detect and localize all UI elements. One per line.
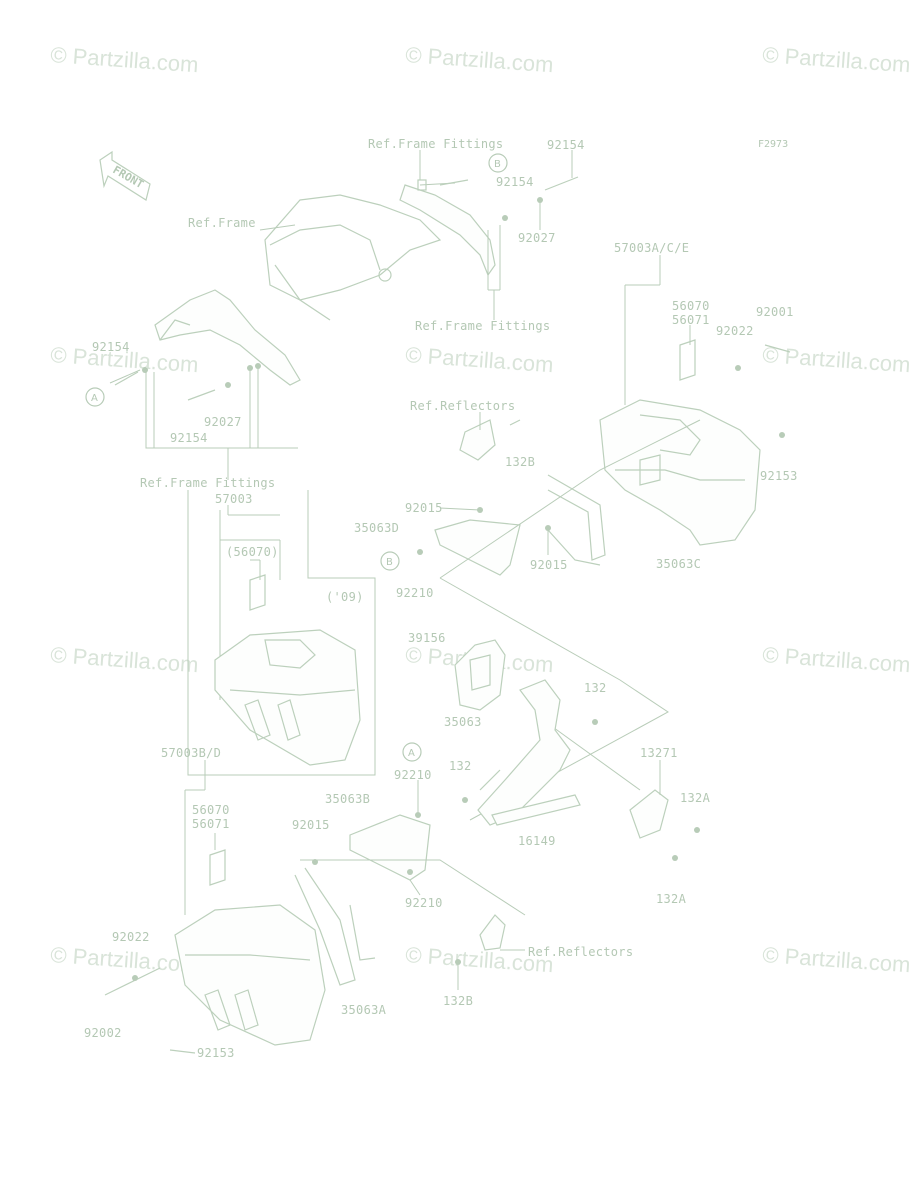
watermark-text: © Partzilla.com xyxy=(405,42,555,77)
label-part-number: 132A xyxy=(680,791,711,805)
label-part-number: 92002 xyxy=(84,1026,122,1040)
fasteners-top xyxy=(114,176,579,401)
label-part-number: 92154 xyxy=(92,340,130,354)
label-model-year: ('09) xyxy=(326,590,364,604)
saddlebag-right xyxy=(599,339,791,546)
svg-text:B: B xyxy=(386,557,393,568)
label-part-number: 92022 xyxy=(112,930,150,944)
front-arrow-icon: FRONT xyxy=(99,150,151,201)
label-part-number: 16149 xyxy=(518,834,556,848)
front-label: FRONT xyxy=(111,163,147,191)
label-ref-frame: Ref.Frame xyxy=(188,216,256,230)
watermark-text: © Partzilla.com xyxy=(50,642,200,677)
variant-box-09 xyxy=(187,490,376,776)
label-part-number: 132 xyxy=(449,759,472,773)
reference-lines xyxy=(109,150,573,480)
label-part-number: 92154 xyxy=(496,175,534,189)
label-part-number: 35063C xyxy=(656,557,701,571)
label-part-number: 92027 xyxy=(518,231,556,245)
label-part-number: 92027 xyxy=(204,415,242,429)
label-part-number: 57003B/D xyxy=(161,746,221,760)
label-part-number: 92154 xyxy=(547,138,585,152)
label-part-number: 92153 xyxy=(197,1046,235,1060)
backrest-assembly xyxy=(454,639,598,826)
label-part-number: 35063 xyxy=(444,715,482,729)
svg-text:A: A xyxy=(408,748,415,759)
reflector-right xyxy=(629,789,700,861)
label-part-number: 92154 xyxy=(170,431,208,445)
label-part-number: 56070 xyxy=(672,299,710,313)
label-ref-frame-fittings: Ref.Frame Fittings xyxy=(368,137,503,151)
label-part-number: 132B xyxy=(505,455,535,469)
callout-b-mid: B xyxy=(380,551,400,571)
label-part-number: 56071 xyxy=(192,817,230,831)
label-part-number: 92210 xyxy=(405,896,443,910)
callout-b-top: B xyxy=(488,153,508,173)
label-part-number: 13271 xyxy=(640,746,678,760)
label-part-number: 92210 xyxy=(394,768,432,782)
label-part-number: 92015 xyxy=(292,818,330,832)
label-part-number: 132 xyxy=(584,681,607,695)
label-part-number: 57003 xyxy=(215,492,253,506)
bracket-right xyxy=(417,419,606,576)
label-part-number: 39156 xyxy=(408,631,446,645)
label-part-number: 57003A/C/E xyxy=(614,241,689,255)
callout-a-mid: A xyxy=(402,742,422,762)
label-part-number: 132A xyxy=(656,892,687,906)
label-ref-frame-fittings: Ref.Frame Fittings xyxy=(140,476,275,490)
svg-text:B: B xyxy=(494,159,501,170)
watermark-text: © Partzilla.com xyxy=(50,42,200,77)
watermark-text: © Partzilla.com xyxy=(762,642,912,677)
label-ref-reflectors: Ref.Reflectors xyxy=(410,399,515,413)
label-ref-reflectors: Ref.Reflectors xyxy=(528,945,633,959)
callout-a-left: A xyxy=(85,387,105,407)
label-part-number: 92001 xyxy=(756,305,794,319)
label-part-number: 56071 xyxy=(672,313,710,327)
figure-code: F2973 xyxy=(758,139,788,150)
watermark-text: © Partzilla.com xyxy=(762,342,912,377)
svg-text:A: A xyxy=(91,393,98,404)
watermark-text: © Partzilla.com xyxy=(50,942,200,977)
watermark-text: © Partzilla.com xyxy=(762,42,912,77)
label-part-number: (56070) xyxy=(226,545,279,559)
label-part-number: 92015 xyxy=(530,558,568,572)
label-part-number: 132B xyxy=(443,994,473,1008)
part-labels: Ref.Frame Fittings 92154 92154 92027 Ref… xyxy=(84,137,798,1060)
label-part-number: 35063A xyxy=(341,1003,387,1017)
saddlebag-left xyxy=(104,849,326,1054)
label-part-number: 92015 xyxy=(405,501,443,515)
label-part-number: 92153 xyxy=(760,469,798,483)
label-part-number: 35063D xyxy=(354,521,399,535)
label-ref-frame-fittings: Ref.Frame Fittings xyxy=(415,319,550,333)
frame-assembly xyxy=(154,184,496,386)
label-part-number: 35063B xyxy=(325,792,370,806)
label-part-number: 92210 xyxy=(396,586,434,600)
watermark-text: © Partzilla.com xyxy=(405,342,555,377)
label-part-number: 56070 xyxy=(192,803,230,817)
label-part-number: 92022 xyxy=(716,324,754,338)
watermark-text: © Partzilla.com xyxy=(762,942,912,977)
